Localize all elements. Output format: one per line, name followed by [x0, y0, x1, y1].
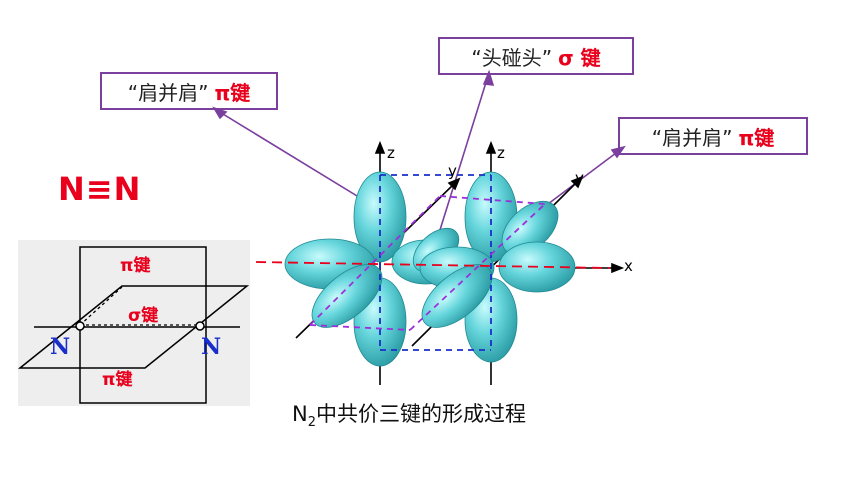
caption-suffix: 中共价三键的形成过程 — [316, 402, 526, 426]
pointer-mid-arrowhead — [482, 69, 495, 86]
caption-subscript: 2 — [307, 415, 316, 431]
py-dashed-right — [409, 203, 546, 331]
callout-right-text: “肩并肩” — [651, 125, 733, 150]
py-dashed-left — [309, 195, 441, 326]
atom-dot-right — [195, 321, 205, 331]
y-label-left: y — [448, 162, 457, 180]
x-axis-arrowhead — [611, 262, 625, 274]
caption-prefix: N — [292, 402, 308, 426]
pz-lobe-left-top — [353, 171, 407, 263]
callout-right-bond: π键 — [738, 125, 775, 150]
axis-labels: z z y y x — [387, 144, 633, 275]
y-axis-right-arrowhead — [570, 175, 584, 189]
py-lobe-left-front — [311, 264, 383, 328]
pointer-left — [217, 110, 381, 211]
diagram-background — [18, 240, 250, 406]
pointer-left-arrowhead — [212, 106, 228, 120]
pi-bond-top-label: π键 — [120, 255, 150, 276]
py-connector-bottom — [309, 324, 411, 331]
pi-bond-bottom-label: π键 — [102, 369, 132, 390]
dashed-guides — [255, 174, 611, 351]
z-label-right: z — [497, 144, 505, 162]
bond-planes-diagram: π键 σ键 π键 N N — [17, 240, 250, 406]
horizontal-plane — [17, 285, 250, 369]
atom-label-right: N — [201, 334, 221, 360]
callout-pointers — [212, 69, 626, 263]
atom-label-left: N — [50, 334, 70, 360]
py-lobe-right-front — [421, 264, 493, 328]
callout-left: “肩并肩” π键 — [100, 72, 278, 110]
x-label: x — [624, 257, 633, 275]
sigma-bond-label: σ键 — [128, 305, 158, 326]
triple-bond-formula: N≡N — [58, 170, 142, 208]
callout-mid: “头碰头” σ 键 — [438, 37, 634, 75]
y-axis-left-arrowhead — [447, 177, 461, 191]
callout-mid-text: “头碰头” — [471, 45, 553, 70]
callout-left-bond: π键 — [214, 80, 251, 105]
z-axis-left-arrowhead — [374, 140, 386, 154]
bond-axis-dashed — [255, 261, 611, 269]
pointer-right-arrowhead — [610, 145, 626, 159]
diagram-caption: N2中共价三键的形成过程 — [292, 398, 526, 430]
atom-dot-left — [75, 321, 85, 331]
orbital-lobes — [284, 171, 576, 367]
y-label-right: y — [575, 169, 584, 187]
callout-left-text: “肩并肩” — [127, 80, 209, 105]
z-label-left: z — [387, 144, 395, 162]
z-axis-right-arrowhead — [485, 140, 497, 154]
callout-right: “肩并肩” π键 — [618, 117, 808, 155]
callout-mid-bond: σ 键 — [558, 45, 601, 70]
